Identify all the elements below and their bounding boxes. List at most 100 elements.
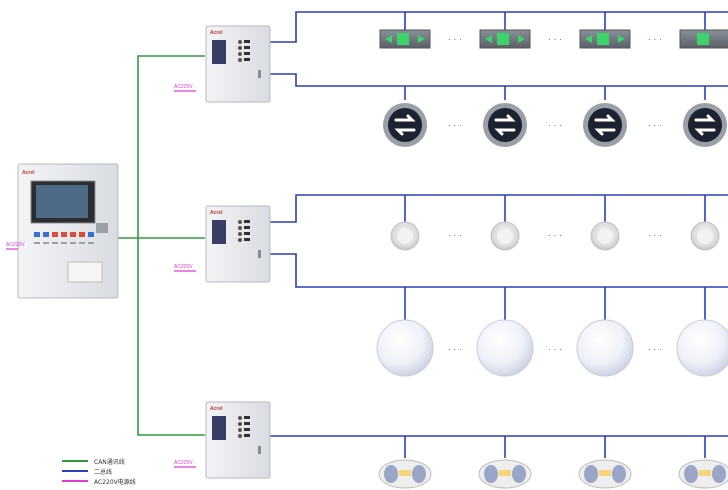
can-line	[137, 55, 205, 238]
light-lens-right	[712, 465, 726, 483]
control-button-icon[interactable]	[88, 232, 94, 237]
legend-label: AC220V电源线	[94, 478, 136, 486]
box-handle-icon	[258, 250, 261, 258]
light-lens-left	[684, 465, 698, 483]
box-breaker-icon	[244, 220, 250, 223]
light-lens-left	[384, 465, 398, 483]
exit-sign-icon[interactable]	[379, 29, 431, 49]
box-switch-icon	[238, 58, 242, 62]
box-breaker-icon	[244, 232, 250, 235]
control-button-icon[interactable]	[43, 232, 49, 237]
indicator-icon	[79, 242, 85, 244]
ellipsis: · · ·	[448, 230, 462, 240]
downlight-lens	[597, 228, 613, 244]
box-switch-icon	[238, 226, 242, 230]
ceiling-emergency-light-icon[interactable]	[378, 459, 432, 489]
legend-swatch	[62, 480, 88, 482]
downlight-icon[interactable]	[490, 221, 520, 251]
ellipsis: · · ·	[548, 344, 562, 354]
light-lens-left	[484, 465, 498, 483]
double-arrow-icon	[694, 114, 716, 136]
ellipsis: · · ·	[648, 120, 662, 130]
bus-line	[270, 253, 728, 288]
ellipsis: · · ·	[648, 344, 662, 354]
box-display-icon	[212, 220, 226, 244]
legend-swatch	[62, 470, 88, 472]
box-breaker-icon	[244, 434, 250, 437]
control-button-icon[interactable]	[34, 232, 40, 237]
round-direction-sign-icon[interactable]	[483, 103, 527, 147]
globe-lamp-icon[interactable]	[576, 319, 634, 377]
globe-lamp-icon[interactable]	[376, 319, 434, 377]
box-breaker-icon	[244, 422, 250, 425]
control-button-icon[interactable]	[79, 232, 85, 237]
legend-swatch	[62, 460, 88, 462]
bus-line	[270, 11, 728, 43]
exit-arrow-icon	[585, 35, 592, 43]
distribution-box-icon[interactable]: Acrel	[205, 25, 271, 103]
sign-face	[488, 108, 522, 142]
downlight-icon[interactable]	[690, 221, 720, 251]
light-label	[399, 470, 411, 476]
indicator-icon	[61, 242, 67, 244]
globe-lamp-icon[interactable]	[476, 319, 534, 377]
ellipsis: · · ·	[548, 120, 562, 130]
control-button-icon[interactable]	[52, 232, 58, 237]
box-breaker-icon	[244, 58, 250, 61]
box-switch-icon	[238, 434, 242, 438]
legend-item-can: CAN通讯线	[62, 456, 136, 466]
box-breaker-icon	[244, 46, 250, 49]
downlight-icon[interactable]	[390, 221, 420, 251]
indicator-icon	[52, 242, 58, 244]
light-label	[599, 470, 611, 476]
light-lens-right	[412, 465, 426, 483]
sign-face	[388, 108, 422, 142]
indicator-icon	[88, 242, 94, 244]
box-breaker-icon	[244, 238, 250, 241]
double-arrow-icon	[394, 114, 416, 136]
box-breaker-icon	[244, 226, 250, 229]
sign-face	[688, 108, 722, 142]
legend: CAN通讯线 二总线 AC220V电源线	[62, 456, 136, 486]
indicator-icon	[34, 242, 40, 244]
exit-arrow-icon	[418, 35, 425, 43]
ellipsis: · · ·	[548, 34, 562, 44]
ceiling-emergency-light-icon[interactable]	[578, 459, 632, 489]
ceiling-emergency-light-icon[interactable]	[478, 459, 532, 489]
indicator-icon	[43, 242, 49, 244]
round-direction-sign-icon[interactable]	[383, 103, 427, 147]
control-button-icon[interactable]	[70, 232, 76, 237]
globe-lamp-icon[interactable]	[676, 319, 728, 377]
light-lens-right	[612, 465, 626, 483]
exit-sign-icon[interactable]	[679, 29, 728, 49]
downlight-lens	[697, 228, 713, 244]
ceiling-emergency-light-icon[interactable]	[678, 459, 728, 489]
exit-sign-figure	[497, 33, 509, 45]
downlight-icon[interactable]	[590, 221, 620, 251]
legend-label: CAN通讯线	[94, 458, 125, 466]
ellipsis: · · ·	[548, 230, 562, 240]
exit-arrow-icon	[385, 35, 392, 43]
distribution-box-icon[interactable]: Acrel	[205, 401, 271, 479]
can-line	[137, 238, 205, 436]
box-switch-icon	[238, 40, 242, 44]
control-button-icon[interactable]	[61, 232, 67, 237]
round-direction-sign-icon[interactable]	[683, 103, 727, 147]
ellipsis: · · ·	[448, 34, 462, 44]
box-display-icon	[212, 40, 226, 64]
main-controller-cabinet-icon[interactable]: Acrel	[17, 163, 119, 299]
box-brand: Acrel	[210, 210, 223, 216]
box-handle-icon	[258, 446, 261, 454]
ellipsis: · · ·	[448, 120, 462, 130]
exit-sign-icon[interactable]	[479, 29, 531, 49]
distribution-box-icon[interactable]: Acrel	[205, 205, 271, 283]
exit-sign-figure	[697, 33, 709, 45]
light-lens-left	[584, 465, 598, 483]
box-switch-icon	[238, 220, 242, 224]
box-switch-icon	[238, 422, 242, 426]
box-brand: Acrel	[210, 30, 223, 36]
round-direction-sign-icon[interactable]	[583, 103, 627, 147]
exit-sign-icon[interactable]	[579, 29, 631, 49]
